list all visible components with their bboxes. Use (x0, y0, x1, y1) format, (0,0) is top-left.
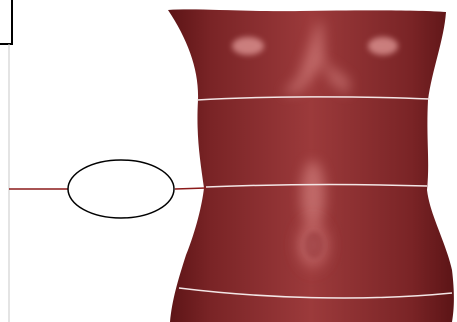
corner-frame (0, 0, 12, 44)
chest-highlight-left (232, 37, 264, 55)
pointer-line-right (175, 188, 206, 189)
callout-ellipse (68, 160, 174, 218)
chest-highlight-right (368, 37, 398, 55)
navel-shadow (304, 231, 324, 259)
